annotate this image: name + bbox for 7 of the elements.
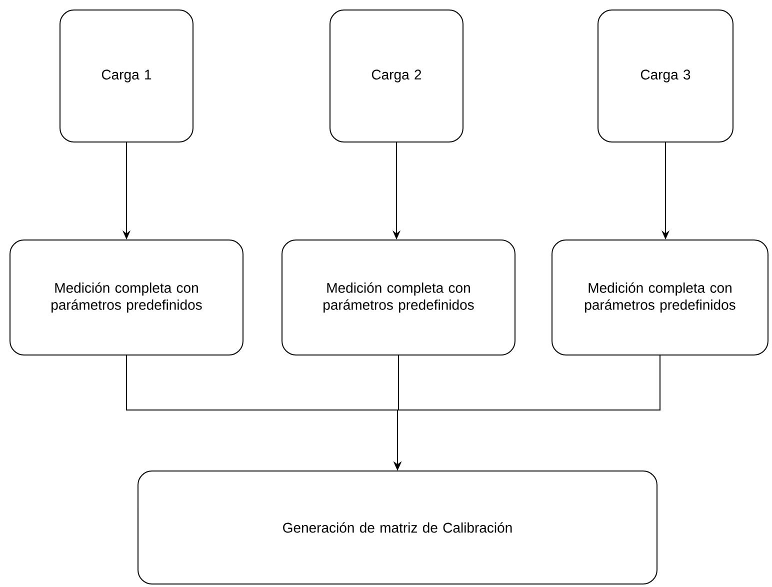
result-box: Generación de matriz de Calibración (138, 470, 658, 584)
load-box: Carga 3 (598, 10, 734, 142)
process-box: Medición completa con parámetros predefinidos (552, 240, 768, 356)
process-box: Medición completa con parámetros predefinidos (282, 240, 516, 356)
load-box: Carga 1 (60, 10, 194, 142)
load-box: Carga 2 (330, 10, 464, 142)
process-box: Medición completa con parámetros predefinidos (10, 240, 244, 356)
